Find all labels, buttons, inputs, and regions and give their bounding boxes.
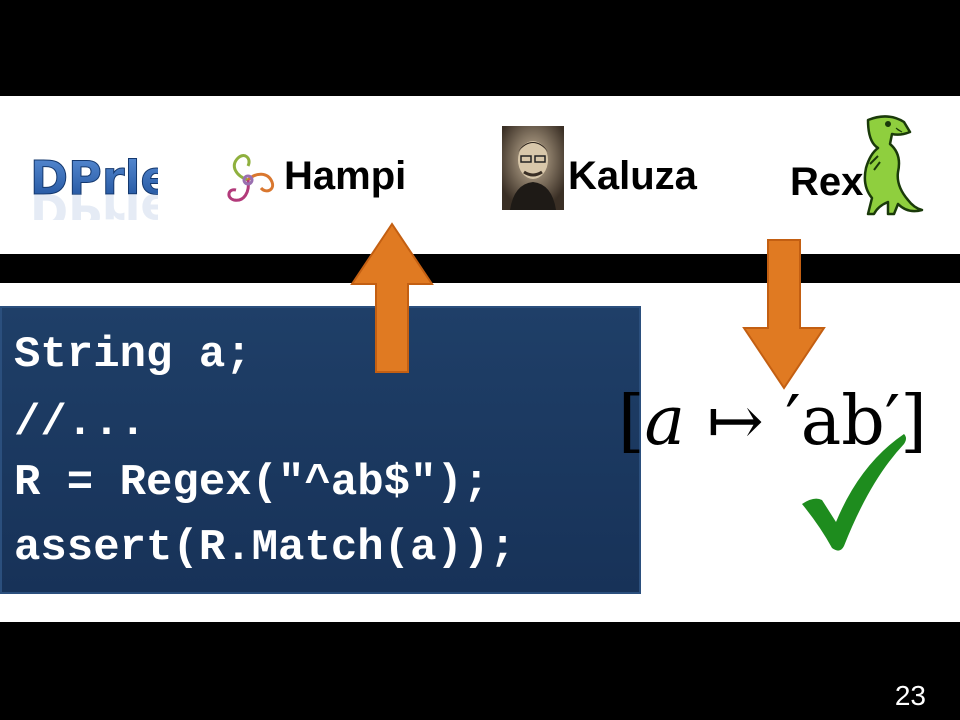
up-arrow-icon bbox=[350, 222, 434, 373]
hampi-triskelion-icon bbox=[227, 154, 275, 202]
code-line: String a; bbox=[14, 330, 252, 380]
model-value: ′ab′ bbox=[785, 382, 901, 461]
maps-to-symbol: ↦ bbox=[685, 382, 786, 461]
kaluza-portrait bbox=[502, 126, 564, 210]
open-bracket: [ bbox=[618, 382, 645, 461]
rex-dinosaur-icon bbox=[863, 115, 924, 216]
checkmark-icon bbox=[802, 434, 906, 551]
down-arrow-icon bbox=[742, 239, 826, 390]
code-line: assert(R.Match(a)); bbox=[14, 523, 516, 573]
code-line: R = Regex("^ab$"); bbox=[14, 458, 490, 508]
model-variable: a bbox=[644, 382, 686, 461]
tools-band bbox=[0, 96, 960, 254]
svg-text:DPrle: DPrle bbox=[30, 183, 158, 220]
code-line: //... bbox=[14, 398, 147, 448]
rex-label: Rex bbox=[790, 160, 864, 204]
svg-text:DPrle: DPrle bbox=[30, 151, 158, 205]
slide-number: 23 bbox=[894, 680, 926, 711]
close-bracket: ] bbox=[900, 382, 927, 461]
code-snippet-box: String a; //... R = Regex("^ab$"); asser… bbox=[0, 306, 641, 594]
hampi-label: Hampi bbox=[284, 154, 407, 198]
model-assignment: [a ↦ ′ab′] bbox=[618, 388, 927, 456]
kaluza-label: Kaluza bbox=[568, 154, 697, 198]
dprle-logo: DPrle DPrle bbox=[30, 151, 159, 221]
